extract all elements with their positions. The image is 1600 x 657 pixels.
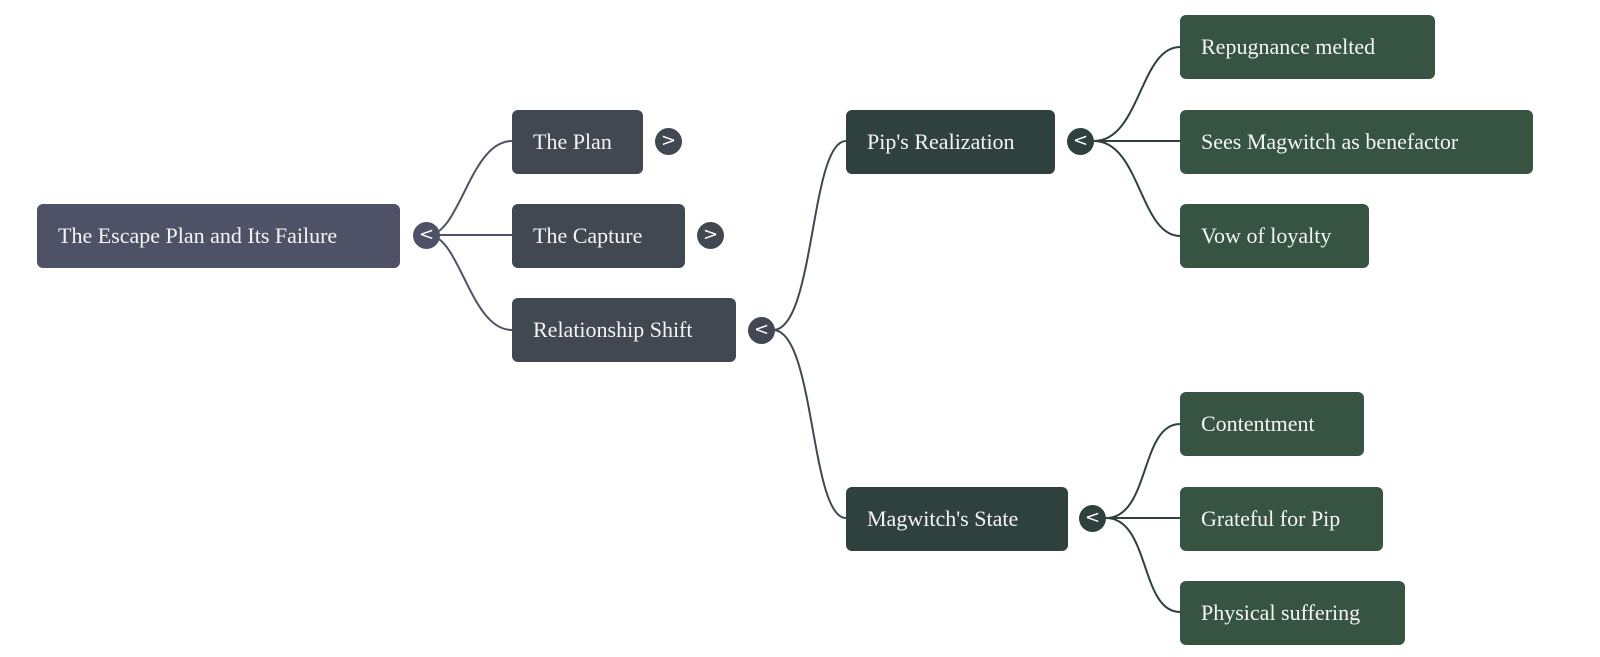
edge-realization-repugnance	[1093, 46, 1181, 142]
node-repugnance-melted[interactable]: Repugnance melted	[1180, 15, 1435, 79]
node-vow-of-loyalty[interactable]: Vow of loyalty	[1180, 204, 1369, 268]
node-physical-suffering[interactable]: Physical suffering	[1180, 581, 1405, 645]
edge-state-suffering	[1105, 517, 1181, 613]
edge-realization-loyalty	[1093, 140, 1181, 237]
edge-shift-realization	[772, 140, 847, 331]
collapse-toggle-icon[interactable]: <	[413, 222, 440, 249]
collapse-toggle-icon[interactable]: <	[748, 317, 775, 344]
expand-toggle-icon[interactable]: >	[697, 222, 724, 249]
collapse-toggle-icon[interactable]: <	[1067, 128, 1094, 155]
edge-shift-state	[772, 329, 847, 519]
edge-state-contentment	[1105, 423, 1181, 519]
edge-root-shift	[427, 234, 513, 331]
node-the-plan[interactable]: The Plan	[512, 110, 643, 174]
node-relationship-shift[interactable]: Relationship Shift	[512, 298, 736, 362]
node-grateful-for-pip[interactable]: Grateful for Pip	[1180, 487, 1383, 551]
node-magwitchs-state[interactable]: Magwitch's State	[846, 487, 1068, 551]
expand-toggle-icon[interactable]: >	[655, 128, 682, 155]
collapse-toggle-icon[interactable]: <	[1079, 505, 1106, 532]
node-sees-magwitch-benefactor[interactable]: Sees Magwitch as benefactor	[1180, 110, 1533, 174]
edge-root-plan	[427, 140, 513, 236]
node-pips-realization[interactable]: Pip's Realization	[846, 110, 1055, 174]
node-contentment[interactable]: Contentment	[1180, 392, 1364, 456]
node-the-capture[interactable]: The Capture	[512, 204, 685, 268]
root-node[interactable]: The Escape Plan and Its Failure	[37, 204, 400, 268]
